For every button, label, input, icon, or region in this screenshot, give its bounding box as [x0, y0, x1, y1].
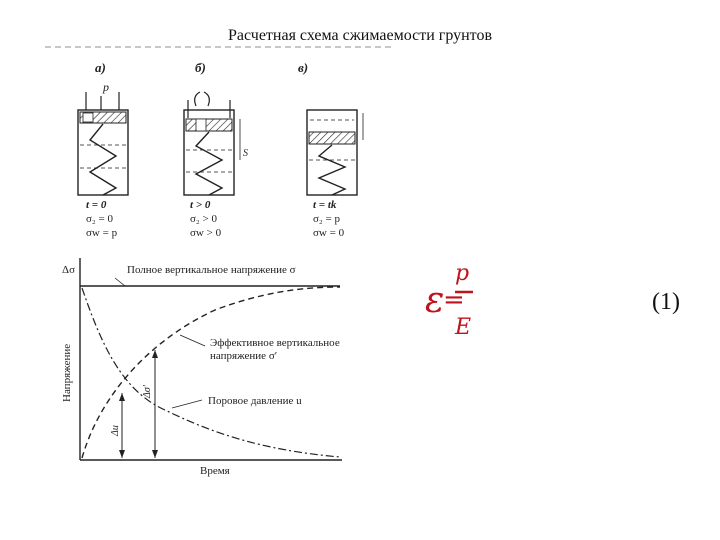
valve: [82, 112, 94, 123]
arrowhead: [119, 450, 125, 458]
panel-b: б) S t > 0 σ₂ > 0 σw > 0: [183, 60, 248, 239]
panel-b-sigma-w: σw > 0: [190, 227, 222, 239]
load-label: p: [102, 80, 109, 94]
leader-line: [171, 399, 203, 409]
delta-u-label: Δu: [110, 425, 121, 437]
spring: [194, 131, 224, 196]
panel-a: а) p t = 0 σ₂ = 0 σw = p: [77, 60, 129, 239]
formula-denominator: E: [454, 315, 471, 338]
piston: [185, 118, 233, 132]
effective-stress-label-1: Эффективное вертикальное: [210, 337, 340, 349]
panel-c: в) t = tk σ₂ = p σw = 0: [298, 60, 364, 239]
arrowhead: [152, 450, 158, 458]
panel-b-t: t > 0: [190, 199, 211, 211]
arrowhead: [119, 393, 125, 401]
total-stress-label: Полное вертикальное напряжение σ: [127, 264, 296, 276]
panel-a-sigma-w: σw = p: [86, 227, 118, 239]
panel-c-label: в): [298, 60, 308, 75]
effective-stress-curve: [81, 286, 341, 459]
panel-b-sigma-z: σ₂ > 0: [190, 213, 217, 225]
soil-cylinder: [306, 109, 358, 196]
valve: [195, 118, 207, 132]
y-axis-label: Напряжение: [61, 344, 73, 402]
formula-epsilon: ε: [425, 280, 444, 321]
leader-line: [179, 334, 206, 347]
pore-pressure-label: Поровое давление u: [208, 395, 302, 407]
pore-pressure-curve: [81, 287, 341, 458]
strain-formula: ε = p E: [425, 261, 473, 338]
panel-c-sigma-z: σ₂ = p: [313, 213, 340, 225]
leader-line: [114, 277, 126, 287]
piston: [79, 111, 127, 124]
settlement-label: S: [243, 148, 248, 159]
effective-stress-label-2: напряжение σ′: [210, 350, 277, 362]
panel-c-sigma-w: σw = 0: [313, 227, 345, 239]
stress-time-graph: Δσ Напряжение Время Полное вертикальное …: [61, 258, 342, 477]
equation-number: (1): [652, 289, 680, 315]
formula-numerator: p: [455, 261, 469, 286]
arrowhead: [152, 350, 158, 358]
spring: [317, 144, 347, 196]
x-axis-label: Время: [200, 465, 230, 477]
spring: [88, 123, 118, 196]
panel-a-label: а): [95, 60, 106, 75]
panel-a-sigma-z: σ₂ = 0: [86, 213, 113, 225]
panel-b-label: б): [195, 60, 206, 75]
water-flow-arrow: [194, 91, 210, 107]
formula-equals: =: [443, 285, 465, 315]
piston: [308, 131, 356, 145]
delta-sigma-prime-label: Δσ′: [142, 384, 153, 399]
panel-a-t: t = 0: [86, 199, 107, 211]
y-top-label: Δσ: [62, 264, 75, 276]
slide-title: Расчетная схема сжимаемости грунтов: [227, 27, 493, 44]
panel-c-t: t = tk: [313, 199, 337, 211]
